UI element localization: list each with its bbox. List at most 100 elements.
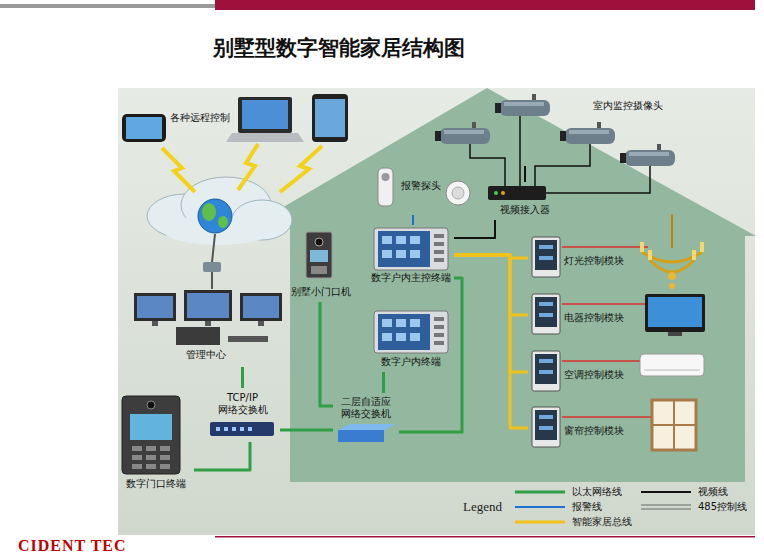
tv-icon [645,294,705,332]
device-label: 数字门口终端 [118,478,194,490]
device-label: 数字户内主控终端 [368,272,454,284]
device-node: TCP/IP 网络交换机 [205,388,280,442]
camera-wire [546,166,650,193]
terminal-icon [396,319,406,327]
bus-wire [454,255,528,315]
network-cable [212,234,215,262]
camera-wire [535,144,590,186]
camera-icon [444,130,484,134]
legend-swatch [641,505,691,509]
door-unit-icon [310,250,328,262]
switch-icon [248,427,252,431]
camera-wire [519,116,521,186]
switch-icon [224,427,228,431]
camera-icon [620,144,675,166]
terminal-icon [378,314,430,350]
control-panel-icon [532,237,560,277]
control-panel-icon [539,313,553,317]
door-unit-icon [306,232,332,278]
legend-swatch [515,521,565,524]
switch-icon [338,430,384,442]
ethernet-cable [320,302,333,406]
terminal-icon [434,325,444,329]
switch-icon [210,422,274,436]
ethernet-cable [399,278,462,432]
camera-icon [620,153,626,163]
control-panel-icon [532,294,560,334]
terminal-icon [434,258,444,262]
device-node: 数字门口终端 [118,392,194,496]
ethernet-cable [241,367,244,388]
legend-entry: 以太网络线 [515,486,565,498]
legend-text: 485控制线 [698,501,747,513]
monitor-icon [184,290,232,321]
terminal-icon [410,319,420,327]
terminal-icon [410,236,420,244]
terminal-icon [410,250,420,258]
top-bar [0,4,215,8]
terminal-icon [382,236,392,244]
terminal-icon [382,333,392,341]
legend-entry: 视频线 [641,486,671,498]
control-panel-icon [539,370,553,374]
chandelier-icon [668,272,676,280]
terminal-icon [374,311,448,353]
terminal-icon [374,228,448,270]
monitor-icon [134,293,176,321]
legend-entry: 报警线 [515,501,545,513]
terminal-icon [378,231,430,267]
chandelier-icon [648,250,652,260]
device-label: 视频接入器 [485,204,565,216]
control-panel-icon [539,245,553,249]
terminal-icon [434,250,444,254]
device-node: 窗帘控制模块 [528,405,636,451]
terminal-icon [396,236,406,244]
device-node: 电器控制模块 [528,292,636,338]
chandelier-icon [650,260,694,272]
video-access-icon [501,191,505,195]
camera-icon [435,94,675,166]
video-wire [454,220,495,238]
door-terminal-icon [132,446,142,451]
chandelier-icon [671,214,673,248]
door-terminal-icon [147,401,155,409]
tv-icon [645,294,705,336]
scene-background [118,88,755,538]
video-access-icon [488,186,546,200]
control-wire [562,303,645,305]
door-terminal-icon [146,464,156,469]
legend-swatch [641,505,691,509]
camera-icon [569,130,609,134]
camera-icon [532,94,536,100]
legend-entry: 485控制线 [641,501,690,513]
device-label: 灯光控制模块 [564,255,634,267]
camera-wire [470,116,650,193]
monitor-icon [228,336,268,342]
terminal-icon [374,311,448,353]
camera-icon [435,131,441,141]
device-node: 别墅小门口机 [288,228,354,302]
door-unit-icon [311,266,327,274]
air-conditioner-icon [644,370,700,371]
control-panel-icon [535,410,557,440]
device-label: 空调控制模块 [564,369,634,381]
ethernet-cable [382,372,385,393]
door-terminal-icon [122,396,180,474]
monitor-icon [205,321,211,326]
switch-icon [240,427,244,431]
device-node: 数字户内主控终端 [368,225,454,287]
house-shape [268,88,756,482]
control-wire [562,246,648,248]
door-terminal-icon [130,414,172,440]
legend-text: 报警线 [572,501,602,513]
legend-text: 以太网络线 [572,486,622,498]
label-wrap: Legend [463,499,502,514]
terminal-icon [434,341,444,345]
alarm-detector-icon [382,173,390,181]
scene-background [118,88,755,535]
camera-icon [560,122,615,144]
tv-icon [648,297,702,327]
alarm-detector-icon [452,187,464,199]
alarm-detector-icon [378,168,393,206]
